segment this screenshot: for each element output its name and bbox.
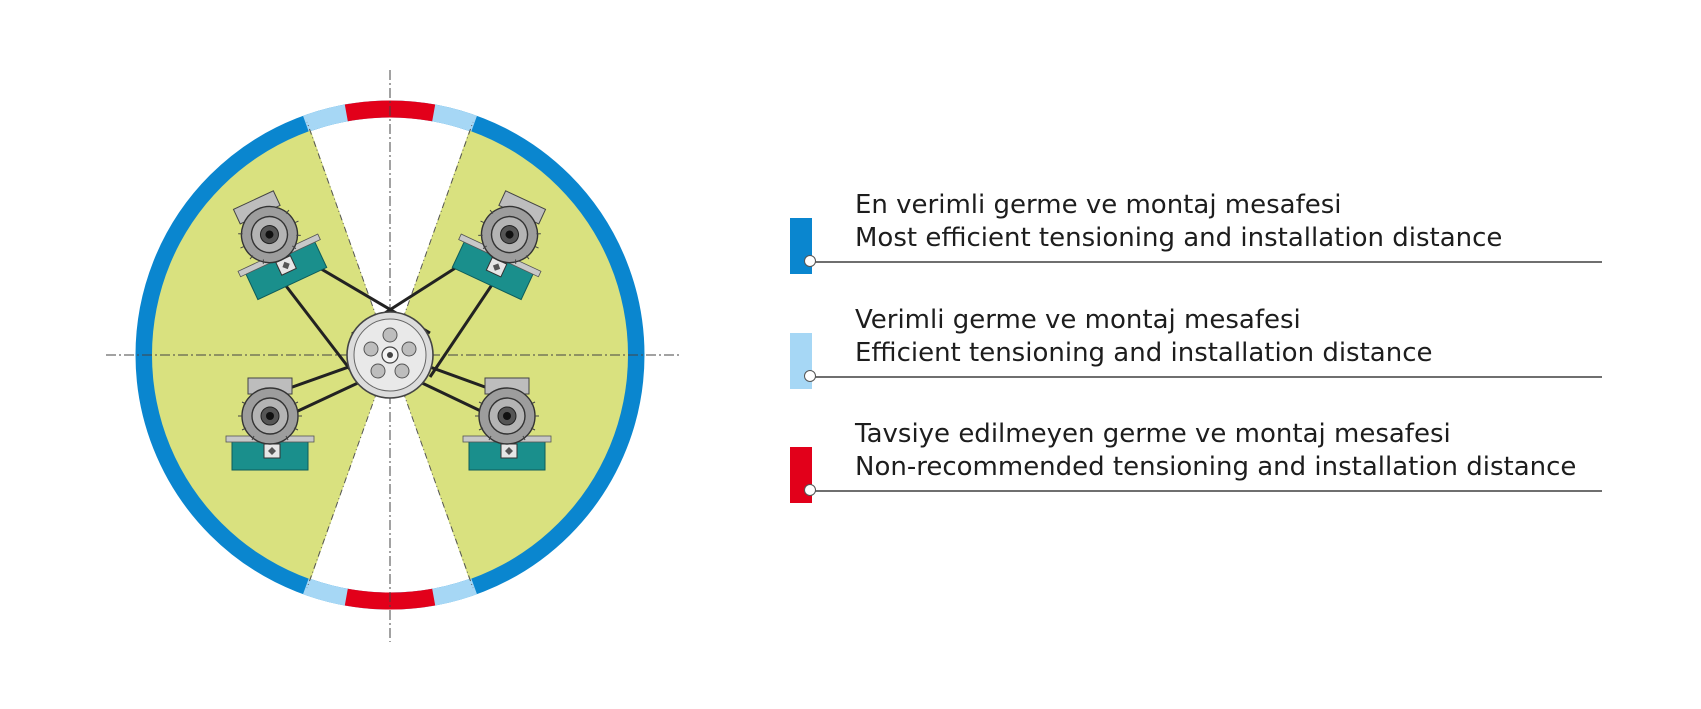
- pulley-icon: [346, 311, 434, 399]
- legend-item-not-recommended: Tavsiye edilmeyen germe ve montaj mesafe…: [790, 419, 1602, 503]
- legend-label-en: Most efficient tensioning and installati…: [855, 223, 1503, 253]
- legend-label-tr: Verimli germe ve montaj mesafesi: [855, 305, 1301, 335]
- belt-tension-diagram: [106, 70, 680, 642]
- legend-label-tr: Tavsiye edilmeyen germe ve montaj mesafe…: [855, 419, 1451, 449]
- legend-label-en: Efficient tensioning and installation di…: [855, 338, 1433, 368]
- legend-divider: [812, 490, 1602, 492]
- legend-label-tr: En verimli germe ve montaj mesafesi: [855, 190, 1342, 220]
- legend-marker-icon: [804, 370, 816, 382]
- legend-marker-icon: [804, 255, 816, 267]
- legend-divider: [812, 376, 1602, 378]
- legend-divider: [812, 261, 1602, 263]
- legend-label-en: Non-recommended tensioning and installat…: [855, 452, 1577, 482]
- legend-marker-icon: [804, 484, 816, 496]
- legend-item-efficient: Verimli germe ve montaj mesafesi Efficie…: [790, 305, 1602, 389]
- legend-item-most-efficient: En verimli germe ve montaj mesafesi Most…: [790, 190, 1602, 274]
